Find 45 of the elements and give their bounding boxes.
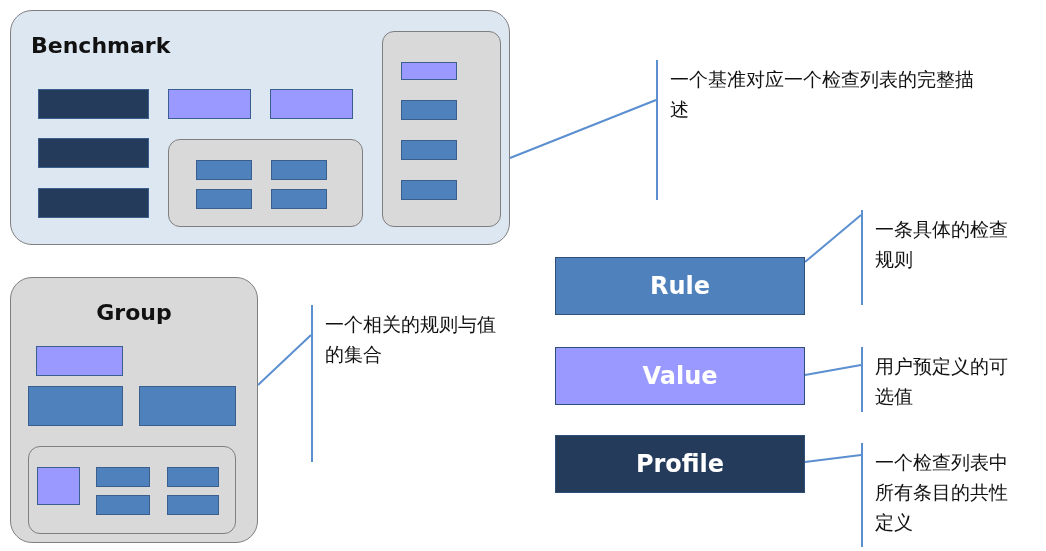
callout-text: 用户预定义的可选值 [875, 354, 1009, 409]
block [38, 89, 149, 119]
container-panel [10, 277, 258, 543]
leader-line [509, 99, 657, 159]
block [401, 100, 457, 120]
element-box [555, 347, 805, 405]
box-label: Profile [635, 450, 725, 478]
callout-text: 一个基准对应一个检查列表的完整描述 [670, 67, 975, 122]
block [196, 189, 252, 209]
box-label: Value [642, 362, 718, 390]
block [271, 160, 327, 180]
element-box [555, 257, 805, 315]
block [270, 89, 353, 119]
block [401, 140, 457, 160]
block [37, 467, 80, 505]
box-label: Rule [649, 272, 711, 300]
block [38, 188, 149, 218]
callout-text: 一条具体的检查规则 [875, 217, 1009, 272]
leader-line [804, 454, 862, 463]
block [401, 62, 457, 80]
panel-title: Group [95, 300, 173, 325]
element-box [555, 435, 805, 493]
leader-line [257, 334, 312, 386]
callout-text: 一个相关的规则与值的集合 [325, 312, 497, 367]
leader-line [804, 214, 862, 263]
block [168, 89, 251, 119]
container-panel [10, 10, 510, 245]
container-panel [382, 31, 501, 227]
callout-bracket [861, 443, 1011, 547]
block [401, 180, 457, 200]
container-panel [28, 446, 236, 534]
block [38, 138, 149, 168]
block [271, 189, 327, 209]
callout-text: 一个检查列表中所有条目的共性定义 [875, 450, 1009, 535]
block [36, 346, 123, 376]
panel-title: Benchmark [31, 33, 171, 58]
block [28, 386, 123, 426]
block [96, 467, 150, 487]
block [139, 386, 236, 426]
block [167, 495, 219, 515]
block [196, 160, 252, 180]
container-panel [168, 139, 363, 227]
block [167, 467, 219, 487]
block [96, 495, 150, 515]
leader-line [804, 364, 862, 376]
